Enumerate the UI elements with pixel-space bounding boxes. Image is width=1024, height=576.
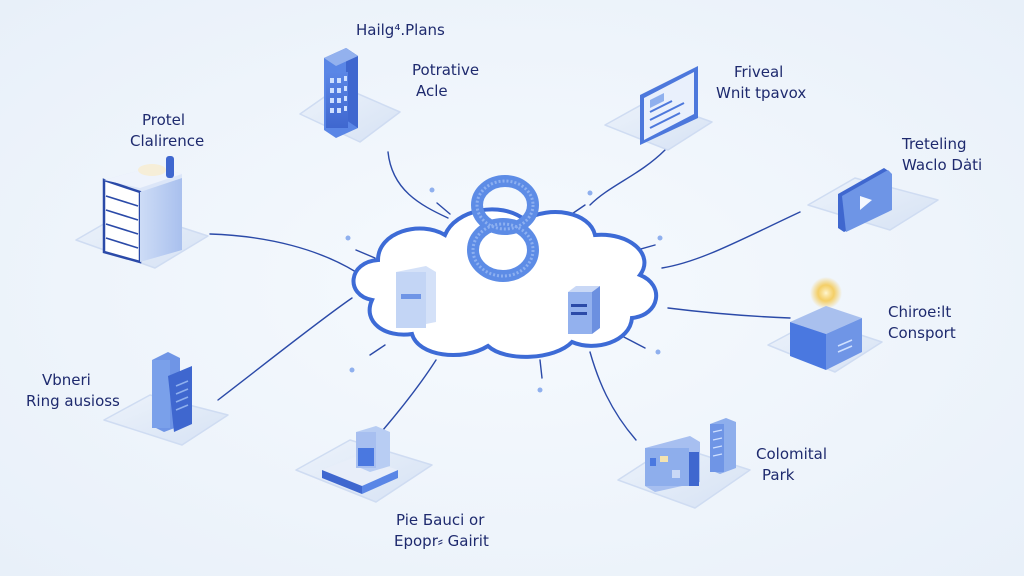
- label-bottom-right: Colomital Park: [756, 444, 827, 486]
- node-bottom-right[interactable]: [617, 418, 751, 509]
- label-line: Park: [762, 466, 795, 484]
- label-line: Ring ausioss: [26, 392, 120, 410]
- connector-right-middle: [667, 307, 791, 319]
- label-line: Wnit tpavox: [716, 84, 807, 102]
- filing-cabinet-icon: [102, 156, 182, 264]
- label-top-center-sub: Potrative Acle: [412, 60, 479, 102]
- node-top-center[interactable]: [299, 48, 401, 143]
- label-line: Vbneri: [42, 371, 91, 389]
- node-left-upper[interactable]: [75, 156, 209, 269]
- label-right-middle: Chiroe⁝lt Consport: [888, 302, 956, 344]
- server-tower-icon: [568, 286, 600, 334]
- label-line: Friveal: [734, 63, 784, 81]
- label-line: Potrative: [412, 61, 480, 79]
- monitor-icon: [640, 66, 698, 145]
- label-line: Consport: [888, 324, 956, 342]
- video-play-icon: [838, 168, 892, 232]
- factory-server-icon: [645, 418, 736, 492]
- cloud-hub[interactable]: [351, 175, 659, 359]
- label-line: Hailg⁴.Plans: [356, 21, 445, 39]
- label-line: Epopr⸗ Gairit: [394, 532, 489, 550]
- glowing-box-icon: [790, 277, 862, 370]
- label-line: Treteling: [902, 135, 967, 153]
- figure-eight-link-icon: [467, 175, 539, 282]
- ray-tick: [619, 334, 646, 349]
- label-left-upper: Protel Clalirence: [130, 110, 204, 152]
- connector-bottom-right: [589, 351, 637, 441]
- ray-tick: [355, 249, 376, 259]
- node-left-lower[interactable]: [103, 352, 229, 446]
- label-line: Clalirence: [130, 132, 205, 150]
- connector-right-upper: [661, 211, 801, 269]
- connector-left-lower: [217, 297, 353, 401]
- label-top-right: Friveal Wnit tpavox: [716, 62, 806, 104]
- label-top-center: Hailg⁴.Plans: [356, 20, 445, 41]
- label-line: Chiroe⁝lt: [888, 303, 952, 321]
- node-bottom-center[interactable]: [295, 426, 433, 503]
- document-panel-icon: [396, 266, 436, 328]
- label-line: Colomital: [756, 445, 828, 463]
- node-right-middle[interactable]: [767, 277, 883, 373]
- connector-top-right: [589, 149, 666, 206]
- device-platform-icon: [322, 426, 398, 494]
- label-right-upper: Treteling Waclo Dȧti: [902, 134, 982, 176]
- connector-bottom-center: [382, 359, 437, 431]
- office-building-icon: [324, 48, 358, 138]
- label-left-lower: Vbneri Ring ausioss: [26, 370, 120, 412]
- label-line: Acle: [416, 82, 448, 100]
- ray-tick: [369, 344, 386, 356]
- server-tower-icon: [152, 352, 192, 432]
- ray-tick: [539, 359, 543, 379]
- connector-top-center: [387, 151, 449, 219]
- connector-left-upper: [209, 233, 357, 273]
- node-top-right[interactable]: [604, 66, 713, 151]
- sparkle-dots: [345, 187, 663, 393]
- label-bottom-center: Pie Бauci or Epopr⸗ Gairit: [394, 510, 489, 552]
- ray-tick: [436, 202, 451, 215]
- label-line: Waclo Dȧti: [902, 156, 983, 174]
- label-line: Pie Бauci or: [396, 511, 485, 529]
- label-line: Protel: [142, 111, 186, 129]
- node-right-upper[interactable]: [807, 168, 939, 232]
